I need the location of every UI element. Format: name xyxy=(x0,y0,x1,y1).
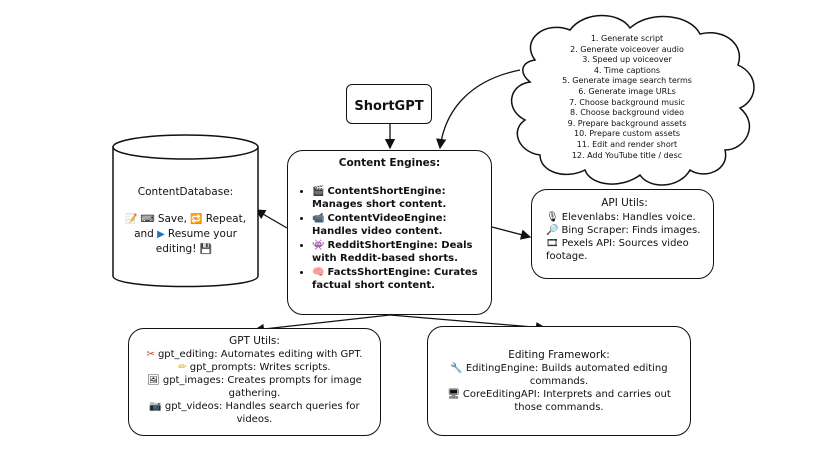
step-item: 11. Edit and render short xyxy=(576,139,678,149)
arrow-engines-to-api xyxy=(491,226,532,240)
arrow-steps-to-engines xyxy=(436,69,521,150)
list-item: ✂gpt_editing: Automates editing with GPT… xyxy=(146,349,363,360)
shortgpt-label: ShortGPT xyxy=(354,99,424,114)
list-item: 🖼gpt_images: Creates prompts for image g… xyxy=(147,375,362,399)
step-item: 9. Prepare background assets xyxy=(567,118,687,128)
step-item: 1. Generate script xyxy=(590,34,664,43)
api-utils-list: 🎙Elevenlabs: Handles voice. 🔎Bing Scrape… xyxy=(546,211,703,263)
editing-framework-title: Editing Framework: xyxy=(508,349,610,361)
content-database: ContentDatabase: 📝⌨Save, 🔁Repeat, and ▶R… xyxy=(118,186,253,257)
camera-icon: 📷 xyxy=(149,401,162,412)
steps-cloud xyxy=(510,14,755,186)
memo-icon: 📝 xyxy=(124,214,138,225)
microphone-icon: 🎙 xyxy=(546,212,559,223)
step-item: 3. Speed up voiceover xyxy=(582,55,672,65)
content-engines-list: 🎬ContentShortEngine: Manages short conte… xyxy=(296,185,483,292)
content-engines-title: Content Engines: xyxy=(338,157,441,169)
gpt-utils-box: GPT Utils: ✂gpt_editing: Automates editi… xyxy=(128,328,381,436)
wrench-icon: 🔧 xyxy=(450,363,463,374)
list-item: 🎙Elevenlabs: Handles voice. xyxy=(546,212,696,223)
pencil-icon: ✏ xyxy=(178,362,187,373)
step-item: 12. Add YouTube title / desc xyxy=(571,150,683,160)
scissors-icon: ✂ xyxy=(146,349,155,360)
gpt-utils-list: ✂gpt_editing: Automates editing with GPT… xyxy=(137,348,372,426)
api-utils-title: API Utils: xyxy=(601,197,648,209)
editing-framework-list: 🔧EditingEngine: Builds automated editing… xyxy=(438,362,680,414)
list-item: 👾RedditShortEngine: Deals with Reddit-ba… xyxy=(312,239,483,265)
api-utils-box: API Utils: 🎙Elevenlabs: Handles voice. 🔎… xyxy=(531,189,714,279)
reddit-alien-icon: 👾 xyxy=(312,240,325,251)
step-item: 7. Choose background music xyxy=(569,97,685,107)
step-item: 6. Generate image URLs xyxy=(578,86,676,96)
step-item: 10. Prepare custom assets xyxy=(573,129,680,139)
list-item: ✏gpt_prompts: Writes scripts. xyxy=(178,362,331,373)
monitor-icon: 🖥 xyxy=(447,389,460,400)
brain-icon: 🧠 xyxy=(312,267,325,278)
list-item: 🧠FactsShortEngine: Curates factual short… xyxy=(312,266,483,292)
shortgpt-box: ShortGPT xyxy=(346,84,432,124)
list-item: 🔎Bing Scraper: Finds images. xyxy=(546,225,701,236)
content-database-text: 📝⌨Save, 🔁Repeat, and ▶Resume your editin… xyxy=(124,213,247,255)
editing-framework-box: Editing Framework: 🔧EditingEngine: Build… xyxy=(427,326,691,436)
clapperboard-icon: 🎬 xyxy=(312,186,325,197)
step-item: 2. Generate voiceover audio xyxy=(570,44,684,54)
arrow-engines-to-gpt xyxy=(253,314,391,335)
gpt-utils-title: GPT Utils: xyxy=(229,335,280,347)
content-database-title: ContentDatabase: xyxy=(137,186,234,198)
keyboard-icon: ⌨ xyxy=(140,214,155,225)
play-icon: ▶ xyxy=(157,229,165,240)
step-item: 4. Time captions xyxy=(593,65,661,75)
repeat-icon: 🔁 xyxy=(190,214,203,225)
step-item: 5. Generate image search terms xyxy=(562,76,692,86)
list-item: 🖥CoreEditingAPI: Interprets and carries … xyxy=(447,389,671,413)
list-item: 📹ContentVideoEngine: Handles video conte… xyxy=(312,212,483,238)
film-icon: 🎞 xyxy=(546,238,559,249)
video-camera-icon: 📹 xyxy=(312,213,325,224)
floppy-disk-icon: 💾 xyxy=(199,244,213,255)
step-item: 8. Choose background video xyxy=(570,108,684,118)
arrow-engines-to-database xyxy=(254,209,288,229)
list-item: 🎬ContentShortEngine: Manages short conte… xyxy=(312,185,483,211)
picture-icon: 🖼 xyxy=(147,375,160,386)
arrow-engines-to-editing xyxy=(389,314,547,333)
magnifier-icon: 🔎 xyxy=(546,225,559,236)
list-item: 🔧EditingEngine: Builds automated editing… xyxy=(450,363,668,387)
database-cylinder xyxy=(112,134,259,288)
content-engines-box: Content Engines: 🎬ContentShortEngine: Ma… xyxy=(287,150,492,315)
list-item: 🎞Pexels API: Sources video footage. xyxy=(546,238,689,262)
list-item: 📷gpt_videos: Handles search queries for … xyxy=(149,401,360,425)
